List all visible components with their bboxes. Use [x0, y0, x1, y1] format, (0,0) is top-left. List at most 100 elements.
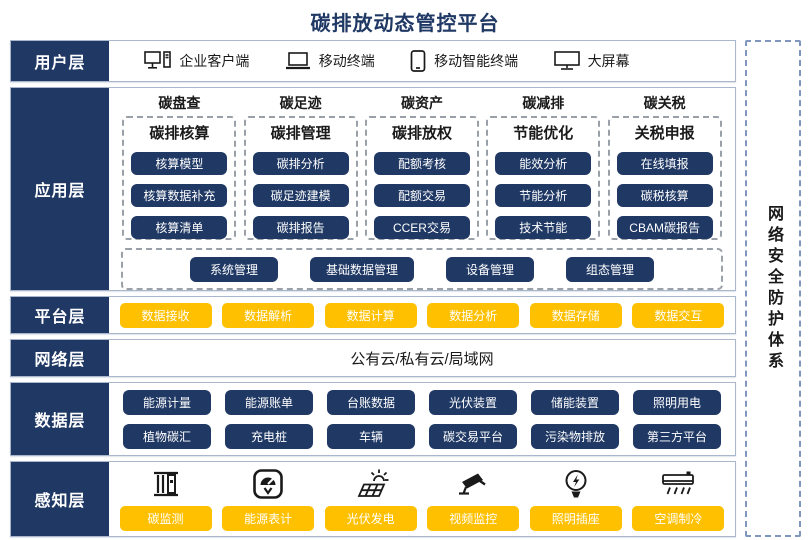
app-column-header: 碳盘查 [158, 95, 201, 111]
app-function-chip: 核算清单 [131, 216, 228, 239]
data-source-chip: 植物碳汇 [123, 423, 211, 449]
sensing-item-lighting-socket: 照明插座 [529, 467, 622, 531]
app-function-chip: CBAM碳报告 [616, 216, 713, 239]
layer-app-content: 碳盘查 碳排核算 核算模型 核算数据补充 核算清单 碳足迹 碳排管理 碳排分析 [109, 88, 735, 290]
camera-icon [455, 467, 491, 501]
app-column-box: 碳排管理 碳排分析 碳足迹建模 碳排报告 [243, 116, 358, 240]
app-function-chip: 能效分析 [495, 152, 592, 175]
data-source-chip: 第三方平台 [633, 423, 721, 449]
platform-chip: 数据交互 [632, 302, 725, 328]
layer-data-label: 数据层 [11, 383, 109, 455]
app-column-box: 关税申报 在线填报 碳税核算 CBAM碳报告 [607, 116, 722, 240]
app-function-chip: 配额交易 [373, 184, 470, 207]
security-label: 网络安全防护体系 [765, 204, 782, 373]
tablet-icon [410, 50, 426, 72]
layer-network: 网络层 公有云/私有云/局域网 [10, 339, 736, 377]
app-function-chip: 在线填报 [616, 152, 713, 175]
app-columns: 碳盘查 碳排核算 核算模型 核算数据补充 核算清单 碳足迹 碳排管理 碳排分析 [115, 91, 729, 240]
data-source-row: 植物碳汇 充电桩 车辆 碳交易平台 污染物排放 第三方平台 [109, 423, 735, 449]
sensing-item-carbon-monitor: 碳监测 [119, 467, 212, 531]
data-source-chip: 照明用电 [633, 389, 721, 415]
app-function-chip: CCER交易 [373, 216, 470, 239]
layer-platform-content: 数据接收 数据解析 数据计算 数据分析 数据存储 数据交互 [109, 297, 735, 333]
app-common-management-box: 系统管理 基础数据管理 设备管理 组态管理 [121, 248, 723, 290]
data-source-chip: 台账数据 [327, 389, 415, 415]
data-source-chip: 光伏装置 [429, 389, 517, 415]
app-column-box: 节能优化 能效分析 节能分析 技术节能 [486, 116, 601, 240]
platform-chip: 数据存储 [529, 302, 622, 328]
layer-app-label: 应用层 [11, 88, 109, 290]
app-function-chip: 节能分析 [495, 184, 592, 207]
data-source-chip: 污染物排放 [531, 423, 619, 449]
desktop-pc-icon [144, 51, 172, 71]
user-item-mobile-terminal: 移动终端 [285, 51, 375, 71]
sensing-item-energy-meter: 能源表计 [222, 467, 315, 531]
user-item-label: 大屏幕 [587, 53, 630, 69]
user-item-label: 移动智能终端 [434, 53, 519, 69]
app-function-chip: 碳排报告 [252, 216, 349, 239]
app-column-title: 关税申报 [634, 125, 695, 142]
app-column-carbon-reduction: 碳减排 节能优化 能效分析 节能分析 技术节能 [486, 91, 601, 240]
app-function-chip: 核算模型 [131, 152, 228, 175]
app-column-carbon-tariff: 碳关税 关税申报 在线填报 碳税核算 CBAM碳报告 [607, 91, 722, 240]
meter-icon [252, 467, 284, 501]
app-function-chip: 碳税核算 [616, 184, 713, 207]
layer-data: 数据层 能源计量 能源账单 台账数据 光伏装置 储能装置 照明用电 植物碳汇 充… [10, 382, 736, 456]
app-column-carbon-asset: 碳资产 碳排放权 配额考核 配额交易 CCER交易 [364, 91, 479, 240]
app-column-header: 碳关税 [643, 95, 686, 111]
app-function-chip: 碳足迹建模 [252, 184, 349, 207]
sensing-chip: 光伏发电 [324, 506, 417, 531]
layer-user-label: 用户层 [11, 41, 109, 81]
ac-icon [660, 467, 696, 501]
app-column-title: 节能优化 [513, 125, 574, 142]
user-item-big-screen: 大屏幕 [553, 51, 630, 71]
layer-user-content: 企业客户端 移动终端 移动智能终端 [109, 41, 735, 81]
app-function-chip: 碳排分析 [252, 152, 349, 175]
layer-user: 用户层 企业客户端 [10, 40, 736, 82]
app-column-carbon-inventory: 碳盘查 碳排核算 核算模型 核算数据补充 核算清单 [122, 91, 237, 240]
page-title: 碳排放动态管控平台 [310, 13, 500, 35]
data-source-chip: 储能装置 [531, 389, 619, 415]
sensing-chip: 碳监测 [119, 506, 212, 531]
platform-chip: 数据分析 [427, 302, 520, 328]
app-column-header: 碳减排 [522, 95, 565, 111]
layer-app: 应用层 碳盘查 碳排核算 核算模型 核算数据补充 核算清单 碳足迹 [10, 87, 736, 291]
app-function-chip: 核算数据补充 [131, 184, 228, 207]
chimney-icon [149, 467, 183, 501]
platform-chip: 数据接收 [119, 302, 212, 328]
app-column-carbon-footprint: 碳足迹 碳排管理 碳排分析 碳足迹建模 碳排报告 [243, 91, 358, 240]
security-box: 网络安全防护体系 [745, 40, 801, 537]
sensing-chip: 照明插座 [529, 506, 622, 531]
solar-icon [353, 467, 389, 501]
data-source-chip: 能源账单 [225, 389, 313, 415]
data-source-row: 能源计量 能源账单 台账数据 光伏装置 储能装置 照明用电 [109, 389, 735, 415]
layer-platform-label: 平台层 [11, 297, 109, 333]
data-source-chip: 充电桩 [225, 423, 313, 449]
laptop-icon [285, 52, 311, 70]
sensing-chip: 空调制冷 [632, 506, 725, 531]
layer-network-content: 公有云/私有云/局域网 [350, 350, 494, 368]
platform-chip: 数据计算 [324, 302, 417, 328]
app-column-title: 碳排管理 [270, 125, 331, 142]
data-source-chip: 碳交易平台 [429, 423, 517, 449]
mgmt-chip: 设备管理 [446, 256, 534, 282]
app-column-header: 碳足迹 [279, 95, 322, 111]
app-column-box: 碳排核算 核算模型 核算数据补充 核算清单 [122, 116, 237, 240]
user-item-enterprise-client: 企业客户端 [144, 51, 249, 71]
sensing-chip: 视频监控 [427, 506, 520, 531]
big-screen-icon [553, 51, 580, 71]
layers-stack: 用户层 企业客户端 [10, 40, 736, 537]
layer-platform: 平台层 数据接收 数据解析 数据计算 数据分析 数据存储 数据交互 [10, 296, 736, 334]
mgmt-chip: 组态管理 [566, 256, 654, 282]
app-function-chip: 技术节能 [495, 216, 592, 239]
layer-data-content: 能源计量 能源账单 台账数据 光伏装置 储能装置 照明用电 植物碳汇 充电桩 车… [109, 383, 735, 455]
sensing-item-air-conditioning: 空调制冷 [632, 467, 725, 531]
data-source-chip: 车辆 [327, 423, 415, 449]
layer-sensing-content: 碳监测 能源表计 [109, 462, 735, 536]
user-item-smart-terminal: 移动智能终端 [410, 50, 518, 72]
data-source-chip: 能源计量 [123, 389, 211, 415]
bulb-icon [562, 467, 590, 501]
sensing-item-solar-pv: 光伏发电 [324, 467, 417, 531]
layer-network-label: 网络层 [11, 340, 109, 376]
